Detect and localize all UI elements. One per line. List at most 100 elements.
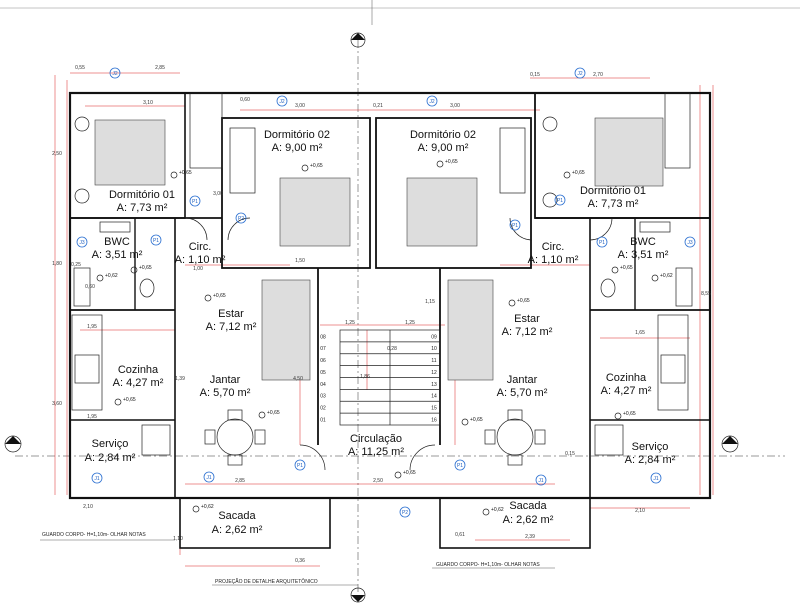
window-tag: J2 [109,67,121,79]
svg-text:1,95: 1,95 [87,414,97,420]
svg-text:1,39: 1,39 [175,376,185,382]
svg-text:+0,65: +0,65 [139,265,152,271]
svg-text:+0,62: +0,62 [491,507,504,513]
svg-text:J2: J2 [279,99,285,105]
svg-text:0,61: 0,61 [455,532,465,538]
room-name: Cozinha [118,364,159,376]
room-area: A: 1,10 m² [175,254,226,266]
svg-text:0,28: 0,28 [387,346,397,352]
room-name: Sacada [218,510,256,522]
window-tag: J2 [426,95,438,107]
bathroom-left-fixtures [73,221,155,307]
room-area: A: 7,73 m² [588,198,639,210]
svg-text:2,50: 2,50 [52,151,62,157]
room-area: A: 11,25 m² [348,446,404,458]
svg-text:1,25: 1,25 [345,320,355,326]
svg-text:J1: J1 [653,476,659,482]
svg-text:+0,65: +0,65 [267,410,280,416]
door-tag: P1 [294,459,306,471]
level-marker: +0,65 [614,411,636,420]
stair-number: 12 [431,370,437,376]
svg-text:P1: P1 [457,463,463,469]
service-left-tank [141,424,171,456]
room-name: Dormitório 01 [580,185,646,197]
room-area: A: 3,51 m² [92,249,143,261]
room-name: Serviço [92,438,129,450]
svg-text:+0,62: +0,62 [660,273,673,279]
bed-left-dorm02 [279,177,351,247]
room-area: A: 7,73 m² [117,202,168,214]
walls [68,91,712,549]
stair-number: 10 [431,346,437,352]
stair-number: 09 [431,334,437,340]
stair-number: 16 [431,417,437,423]
door-tag: P2 [235,212,247,224]
dimension-labels: 0,55 2,85 3,10 3,00 0,21 3,00 0,15 2,70 … [52,65,711,564]
svg-text:+0,65: +0,65 [213,293,226,299]
svg-text:+0,65: +0,65 [310,163,323,169]
stair-number: 05 [320,370,326,376]
level-marker: +0,65 [170,170,192,179]
stair-number: 11 [431,358,436,364]
note-guard-left: GUARDO CORPO- H=1,10m- OLHAR NOTAS [42,532,146,538]
window-tag: J1 [91,472,103,484]
dining-table-right [484,409,546,466]
window-tag: J1 [650,472,662,484]
window-tag: J2 [574,67,586,79]
window-tag: J1 [203,471,215,483]
room-name: Dormitório 02 [410,129,476,141]
room-area: A: 1,10 m² [528,254,579,266]
door-tag: P1 [189,195,201,207]
service-right-tank [594,424,624,456]
svg-text:2,10: 2,10 [635,508,645,514]
wardrobe-right-dorm02 [499,127,526,194]
room-name: Estar [218,308,244,320]
door-tag: P1 [150,234,162,246]
section-marker-right [721,435,739,453]
svg-text:3,00: 3,00 [450,103,460,109]
room-name: Serviço [632,441,669,453]
svg-text:2,85: 2,85 [235,478,245,484]
level-marker: +0,65 [436,159,458,168]
room-area: A: 5,70 m² [200,387,251,399]
svg-text:P1: P1 [599,240,605,246]
svg-text:0,25: 0,25 [71,262,81,268]
level-markers: +0,65 +0,65 +0,65 +0,65 +0,65 +0,62 +0,6… [96,159,673,516]
svg-text:0,60: 0,60 [240,97,250,103]
svg-text:0,15: 0,15 [530,72,540,78]
svg-text:+0,62: +0,62 [105,273,118,279]
svg-text:1,00: 1,00 [193,266,203,272]
level-marker: +0,62 [482,507,504,516]
level-marker: +0,65 [508,298,530,307]
sofa-left [261,279,311,381]
level-marker: +0,65 [204,293,226,302]
note-projection: PROJEÇÃO DE DETALHE ARQUITETÔNICO [215,578,318,585]
door-tag: P1 [454,459,466,471]
svg-text:0,21: 0,21 [373,103,383,109]
svg-text:1,80: 1,80 [52,261,62,267]
door-tag: P1 [596,236,608,248]
svg-text:+0,65: +0,65 [470,417,483,423]
svg-text:2,50: 2,50 [373,478,383,484]
svg-text:J2: J2 [112,71,118,77]
svg-text:P2: P2 [402,510,408,516]
level-marker: +0,65 [611,265,633,274]
svg-text:2,39: 2,39 [525,534,535,540]
door-tag: P1 [554,194,566,206]
room-name: Jantar [507,374,538,386]
svg-text:P1: P1 [192,199,198,205]
svg-text:1,25: 1,25 [405,320,415,326]
svg-text:+0,65: +0,65 [572,170,585,176]
stair-number: 03 [320,394,326,400]
wardrobe-right-dorm01 [664,92,691,169]
svg-text:0,60: 0,60 [85,284,95,290]
door-tag: P1 [509,219,521,231]
stair-number: 15 [431,406,437,412]
room-area: A: 2,84 m² [85,452,136,464]
level-marker: +0,65 [130,265,152,274]
svg-text:3,00: 3,00 [213,191,223,197]
svg-text:0,15: 0,15 [565,451,575,457]
wardrobe-left-dorm02 [229,127,256,194]
